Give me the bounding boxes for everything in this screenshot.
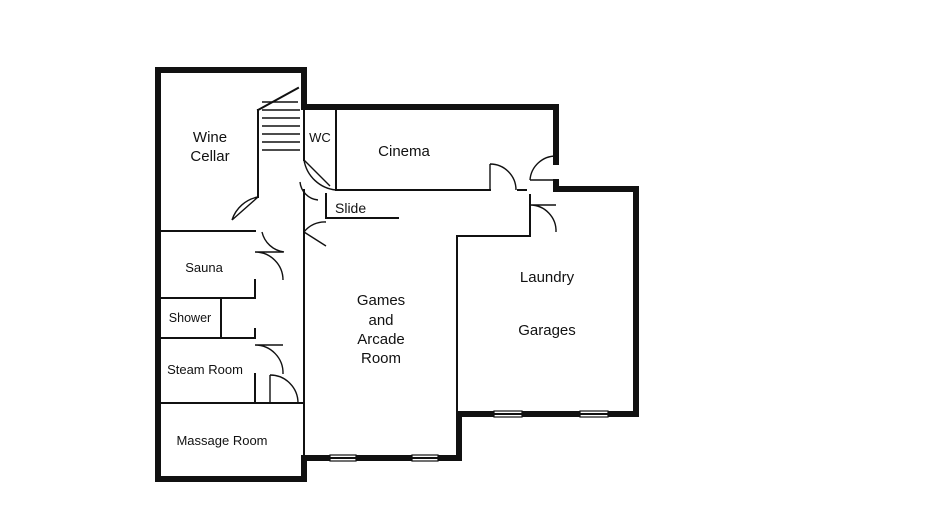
interior-walls (157, 86, 531, 459)
label-shower: Shower (169, 311, 211, 325)
label-games-1: Games (357, 292, 405, 309)
doors (231, 155, 557, 404)
label-wc: WC (309, 130, 331, 145)
label-sauna: Sauna (185, 260, 223, 275)
left-wing-wall (155, 67, 559, 482)
label-games-2: and (368, 312, 393, 329)
label-garages: Garages (518, 322, 576, 339)
label-games-4: Room (361, 350, 401, 367)
label-laundry: Laundry (520, 269, 575, 286)
label-wine-cellar-2: Cellar (190, 148, 229, 165)
label-massage-room: Massage Room (176, 433, 267, 448)
label-wine-cellar-1: Wine (193, 129, 227, 146)
windows (329, 410, 609, 462)
staircase (262, 101, 300, 151)
room-labels: Wine Cellar WC Cinema Slide Sauna Shower… (167, 129, 576, 448)
label-steam-room: Steam Room (167, 362, 243, 377)
exterior-walls (155, 67, 639, 482)
garage-wall (553, 186, 639, 417)
label-slide: Slide (335, 200, 366, 216)
label-cinema: Cinema (378, 143, 430, 160)
label-games-3: Arcade (357, 331, 405, 348)
